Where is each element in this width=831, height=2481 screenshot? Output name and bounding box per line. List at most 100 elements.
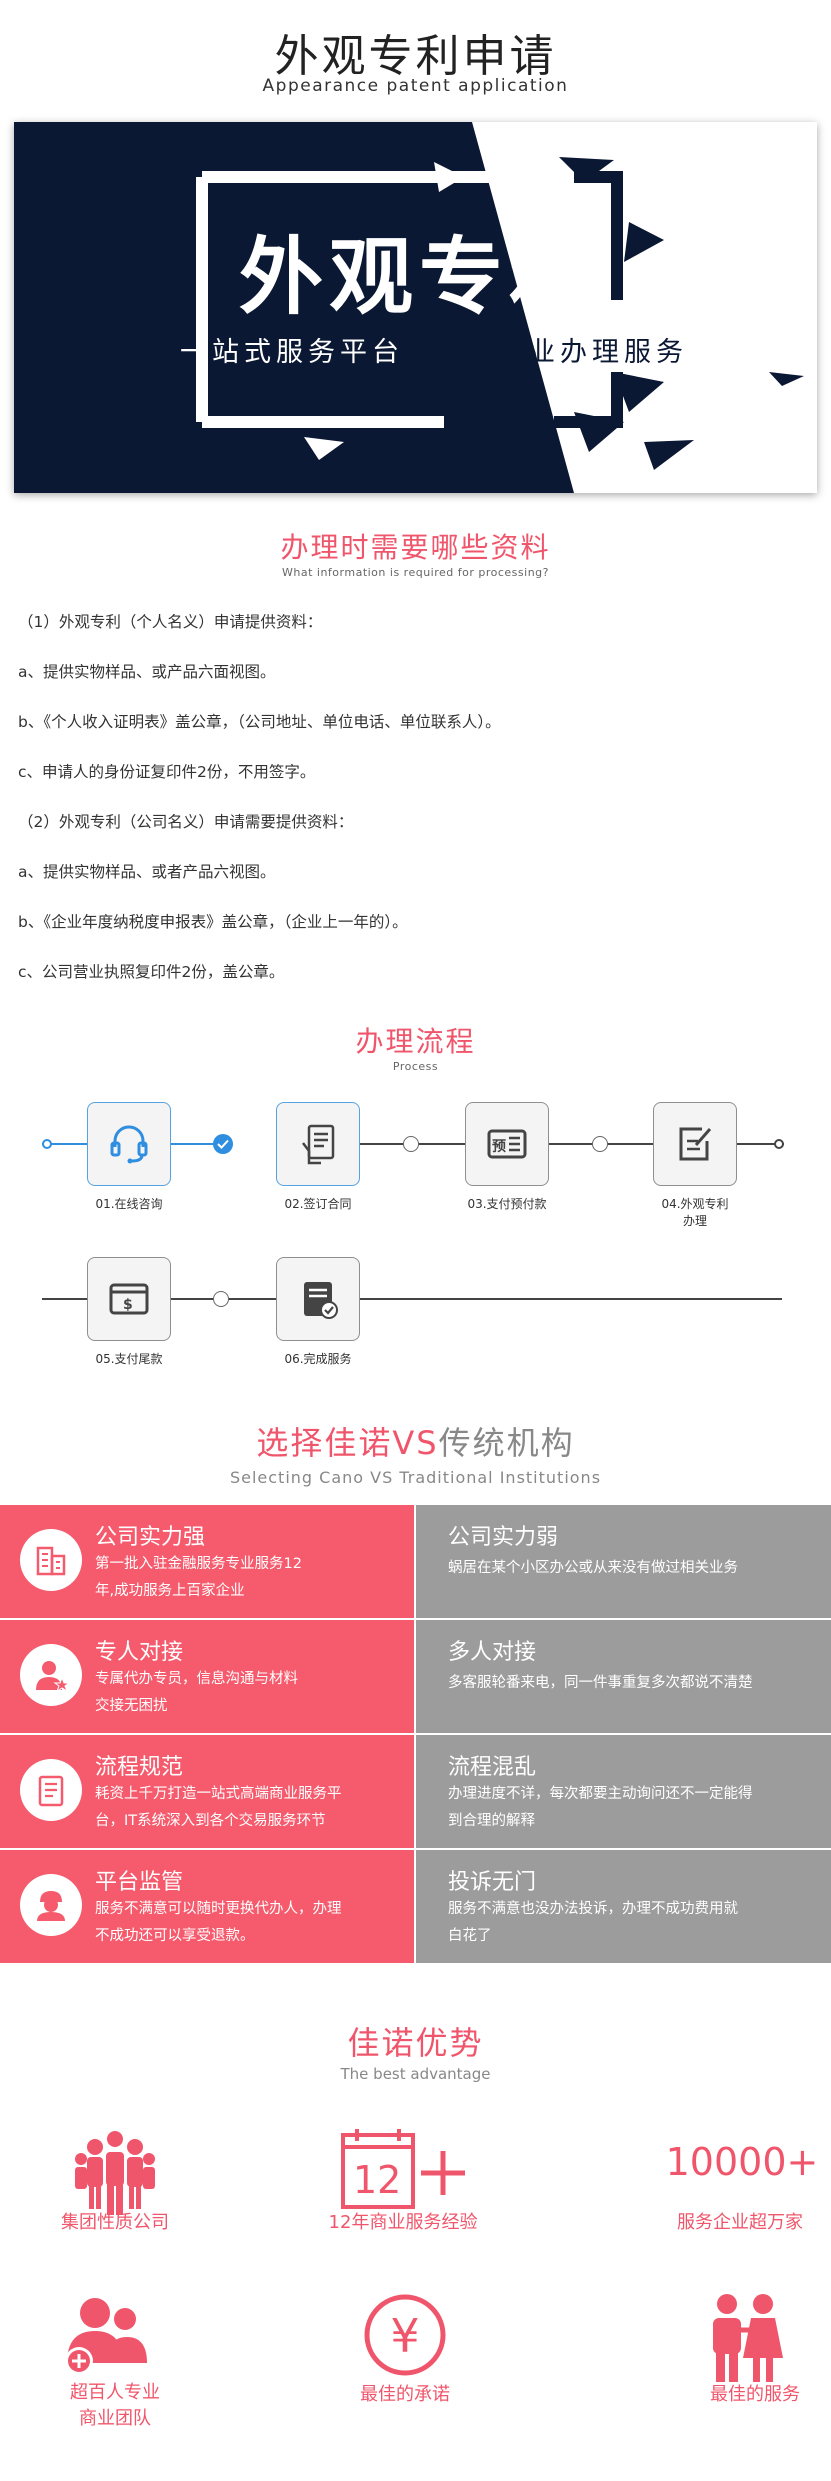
compare-row-left: 流程规范 耗资上千万打造一站式高端商业服务平 台，IT系统深入到各个交易服务环节 bbox=[0, 1735, 414, 1848]
compare-title: 选择佳诺VS传统机构 bbox=[0, 1418, 831, 1464]
compare-right-desc-line: 到合理的解释 bbox=[448, 1813, 535, 1829]
compare-title-vs: VS bbox=[392, 1424, 439, 1462]
process-line bbox=[42, 1298, 782, 1300]
check-icon bbox=[213, 1134, 233, 1154]
compare-right-desc: 办理进度不详，每次都要主动询问还不一定能得 到合理的解释 bbox=[448, 1781, 753, 1835]
materials-item: a、提供实物样品、或产品六面视图。 bbox=[18, 663, 276, 681]
compare-row-left: 专人对接 专属代办专员，信息沟通与材料 交接无困扰 bbox=[0, 1620, 414, 1733]
compare-left-desc: 耗资上千万打造一站式高端商业服务平 台，IT系统深入到各个交易服务环节 bbox=[95, 1781, 342, 1835]
materials-item: （1）外观专利（个人名义）申请提供资料： bbox=[18, 613, 323, 631]
compare-row-right: 多人对接 多客服轮番来电，同一件事重复多次都说不清楚 bbox=[416, 1620, 831, 1733]
compare-left-desc: 专属代办专员，信息沟通与材料 交接无困扰 bbox=[95, 1666, 298, 1720]
completed-icon bbox=[304, 1282, 338, 1319]
team-add-icon bbox=[45, 2290, 165, 2385]
compare-left-desc: 第一批入驻金融服务专业服务12 年,成功服务上百家企业 bbox=[95, 1551, 302, 1605]
banner-graphic bbox=[14, 122, 804, 493]
prepayment-icon: 预 bbox=[487, 1129, 527, 1159]
materials-item: c、申请人的身份证复印件2份，不用签字。 bbox=[18, 763, 316, 781]
compare-right-title: 多人对接 bbox=[448, 1640, 537, 1665]
compare-right-title: 投诉无门 bbox=[448, 1870, 537, 1895]
compare-right-desc-line: 服务不满意也没办法投诉，办理不成功费用就 bbox=[448, 1901, 738, 1917]
advantages-title: 佳诺优势 bbox=[347, 2024, 484, 2062]
compare-left-title: 平台监管 bbox=[95, 1870, 184, 1895]
materials-item: b、《个人收入证明表》盖公章，（公司地址、单位电话、单位联系人）。 bbox=[18, 713, 501, 731]
compare-left-desc-line: 专属代办专员，信息沟通与材料 bbox=[95, 1671, 298, 1687]
process-title: 办理流程 bbox=[355, 1025, 476, 1058]
materials-item: b、《企业年度纳税度申报表》盖公章，（企业上一年的）。 bbox=[18, 913, 408, 931]
compare-right-title: 公司实力弱 bbox=[448, 1525, 559, 1550]
advantage-label: 最佳的承诺 bbox=[360, 2384, 450, 2405]
yuan-icon: ¥ bbox=[355, 2285, 455, 2385]
compare-left-title: 公司实力强 bbox=[95, 1525, 206, 1550]
building-icon bbox=[20, 1529, 82, 1591]
headset-icon bbox=[110, 1125, 148, 1164]
page-subtitle: Appearance patent application bbox=[262, 76, 569, 96]
advantage-label: 超百人专业 bbox=[70, 2382, 160, 2403]
checklist-icon bbox=[20, 1759, 82, 1821]
banner-title: 外观专利 bbox=[239, 228, 600, 326]
process-step-label: 02.签订合同 bbox=[284, 1197, 352, 1211]
svg-text:12: 12 bbox=[353, 2158, 401, 2202]
materials-title: 办理时需要哪些资料 bbox=[280, 531, 551, 564]
compare-row-right: 投诉无门 服务不满意也没办法投诉，办理不成功费用就 白花了 bbox=[416, 1850, 831, 1963]
materials-item: （2）外观专利（公司名义）申请需要提供资料： bbox=[18, 813, 354, 831]
process-step-handle[interactable] bbox=[653, 1102, 737, 1186]
process-step-label: 01.在线咨询 bbox=[95, 1197, 163, 1211]
compare-left-desc-line: 耗资上千万打造一站式高端商业服务平 bbox=[95, 1786, 342, 1802]
materials-item: a、提供实物样品、或者产品六视图。 bbox=[18, 863, 276, 881]
advantage-label: 服务企业超万家 bbox=[677, 2212, 803, 2233]
hero-banner: 外观专利 一站式服务平台 专业办理服务 bbox=[14, 122, 817, 493]
process-step-label: 06.完成服务 bbox=[284, 1352, 352, 1366]
compare-right-desc-line: 蜗居在某个小区办公或从来没有做过相关业务 bbox=[448, 1560, 738, 1576]
compare-right-desc: 多客服轮番来电，同一件事重复多次都说不清楚 bbox=[448, 1670, 753, 1697]
process-step-label: 05.支付尾款 bbox=[95, 1352, 163, 1366]
materials-item: c、公司营业执照复印件2份，盖公章。 bbox=[18, 963, 285, 981]
process-subtitle: Process bbox=[392, 1060, 439, 1073]
process-dot bbox=[213, 1291, 229, 1307]
payment-card-icon: $ bbox=[109, 1283, 149, 1315]
banner-slogan-right: 专业办理服务 bbox=[496, 337, 688, 368]
compare-right-desc: 服务不满意也没办法投诉，办理不成功费用就 白花了 bbox=[448, 1896, 738, 1950]
advantage-label: 集团性质公司 bbox=[61, 2212, 169, 2233]
banner-slogan-left: 一站式服务平台 bbox=[180, 337, 404, 368]
compare-right-desc-line: 办理进度不详，每次都要主动询问还不一定能得 bbox=[448, 1786, 753, 1802]
compare-title-a: 选择佳诺 bbox=[256, 1424, 393, 1462]
compare-row-left: 公司实力强 第一批入驻金融服务专业服务12 年,成功服务上百家企业 bbox=[0, 1505, 414, 1618]
compare-left-title: 流程规范 bbox=[95, 1755, 184, 1780]
compare-title-b: 传统机构 bbox=[438, 1424, 575, 1462]
compare-row-right: 公司实力弱 蜗居在某个小区办公或从来没有做过相关业务 bbox=[416, 1505, 831, 1618]
process-dot bbox=[592, 1136, 608, 1152]
compare-left-desc-line: 台，IT系统深入到各个交易服务环节 bbox=[95, 1813, 326, 1829]
materials-subtitle: What information is required for process… bbox=[282, 566, 549, 579]
compare-right-desc-line: 多客服轮番来电，同一件事重复多次都说不清楚 bbox=[448, 1675, 753, 1691]
compare-subtitle: Selecting Cano VS Traditional Institutio… bbox=[229, 1468, 602, 1487]
svg-text:¥: ¥ bbox=[390, 2309, 419, 2363]
advantage-label: 商业团队 bbox=[79, 2408, 151, 2429]
edit-document-icon bbox=[679, 1127, 712, 1161]
compare-right-desc: 蜗居在某个小区办公或从来没有做过相关业务 bbox=[448, 1555, 738, 1582]
compare-left-desc: 服务不满意可以随时更换代办人，办理 不成功还可以享受退款。 bbox=[95, 1896, 342, 1950]
page-title: 外观专利申请 bbox=[274, 31, 557, 82]
compare-row-left: 平台监管 服务不满意可以随时更换代办人，办理 不成功还可以享受退款。 bbox=[0, 1850, 414, 1963]
process-step-label: 03.支付预付款 bbox=[467, 1197, 547, 1211]
process-step-final-pay[interactable]: $ bbox=[87, 1257, 171, 1341]
compare-row-right: 流程混乱 办理进度不详，每次都要主动询问还不一定能得 到合理的解释 bbox=[416, 1735, 831, 1848]
advantages-subtitle: The best advantage bbox=[340, 2065, 491, 2083]
process-step-complete[interactable] bbox=[276, 1257, 360, 1341]
compare-left-desc-line: 第一批入驻金融服务专业服务12 bbox=[95, 1556, 302, 1572]
svg-text:预: 预 bbox=[492, 1139, 506, 1155]
number-icon: 10000+ bbox=[665, 2140, 819, 2184]
compare-right-title: 流程混乱 bbox=[448, 1755, 537, 1780]
supervisor-icon bbox=[20, 1874, 82, 1936]
user-star-icon bbox=[20, 1644, 82, 1706]
process-step-contract[interactable] bbox=[276, 1102, 360, 1186]
advantage-label: 12年商业服务经验 bbox=[328, 2212, 478, 2233]
process-step-consult[interactable] bbox=[87, 1102, 171, 1186]
compare-left-desc-line: 交接无困扰 bbox=[95, 1698, 168, 1714]
process-dot bbox=[403, 1136, 419, 1152]
compare-left-title: 专人对接 bbox=[95, 1640, 184, 1665]
calendar-12-icon: 12 bbox=[330, 2120, 480, 2220]
group-people-icon bbox=[40, 2120, 190, 2230]
process-step-prepay[interactable]: 预 bbox=[465, 1102, 549, 1186]
process-end-dot bbox=[774, 1139, 784, 1149]
